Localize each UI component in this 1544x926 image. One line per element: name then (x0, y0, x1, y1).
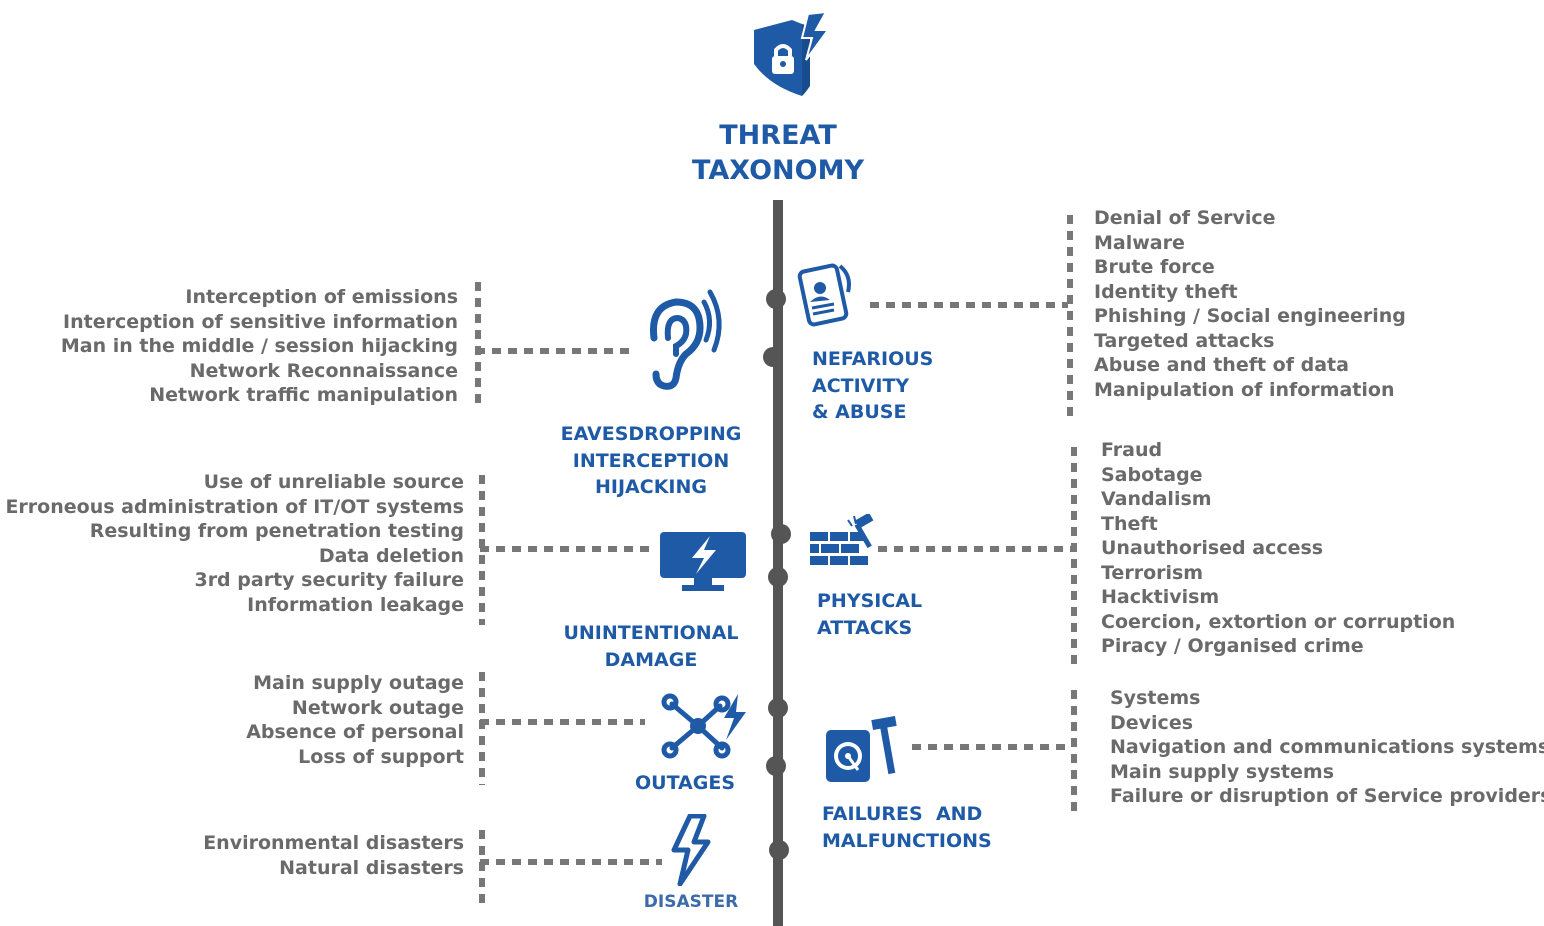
list-item: Phishing / Social engineering (1094, 305, 1406, 327)
title-line: THREAT (719, 120, 837, 151)
unintentional-items: Use of unreliable source Erroneous admin… (5, 470, 464, 617)
list-item: Absence of personal (246, 721, 464, 743)
list-item: Man in the middle / session hijacking (60, 335, 458, 357)
list-item: Use of unreliable source (203, 471, 464, 493)
list-item: 3rd party security failure (194, 569, 464, 591)
list-item: Unauthorised access (1101, 537, 1324, 559)
list-item: Network Reconnaissance (189, 359, 458, 382)
category-disaster-label: DISASTER (624, 889, 758, 916)
category-physical-label: PHYSICAL ATTACKS (817, 588, 922, 641)
list-item: Malware (1094, 231, 1185, 254)
eavesdropping-items: Interception of emissions Interception o… (61, 285, 458, 408)
disaster-items: Environmental disasters Natural disaster… (203, 831, 464, 880)
list-item: Navigation and communications systems (1110, 736, 1544, 758)
nefarious-items: Denial of Service Malware Brute force Id… (1094, 206, 1406, 402)
brick-wall-hammer-icon (808, 514, 880, 572)
ear-icon (630, 288, 730, 396)
label-line: EAVESDROPPING (560, 423, 742, 445)
list-item: Abuse and theft of data (1094, 354, 1349, 376)
list-item: Failure or disruption of Service provide… (1110, 785, 1544, 807)
category-outages-label: OUTAGES (620, 770, 750, 797)
label-line: UNINTENTIONAL (563, 622, 739, 644)
label-line: PHYSICAL (817, 590, 923, 612)
list-item: Piracy / Organised crime (1101, 635, 1364, 657)
monitor-lightning-icon (658, 530, 748, 592)
list-item: Network traffic manipulation (149, 384, 458, 406)
network-outage-icon (658, 690, 748, 762)
label-line: DAMAGE (604, 648, 698, 671)
label-line: ACTIVITY (812, 374, 910, 397)
list-item: Vandalism (1101, 488, 1212, 510)
list-item: Natural disasters (279, 856, 464, 879)
list-item: Coercion, extortion or corruption (1101, 610, 1456, 633)
list-item: Environmental disasters (203, 832, 464, 854)
category-unintentional-label: UNINTENTIONAL DAMAGE (548, 620, 754, 673)
category-failures-label: FAILURES AND MALFUNCTIONS (822, 801, 992, 854)
list-item: Hacktivism (1101, 586, 1220, 608)
list-item: Information leakage (247, 593, 464, 616)
physical-items: Fraud Sabotage Vandalism Theft Unauthori… (1101, 438, 1455, 659)
list-item: Theft (1101, 512, 1158, 535)
list-item: Main supply outage (253, 672, 464, 694)
list-item: Data deletion (318, 544, 464, 567)
spine-node (768, 698, 788, 718)
category-nefarious-label: NEFARIOUS ACTIVITY & ABUSE (812, 346, 933, 426)
outages-items: Main supply outage Network outage Absenc… (246, 671, 464, 769)
list-item: Denial of Service (1094, 207, 1276, 229)
list-item: Sabotage (1101, 463, 1203, 486)
lightning-bolt-icon (668, 814, 714, 886)
label-line: OUTAGES (634, 772, 736, 794)
shield-lock-icon (746, 8, 836, 108)
list-item: Brute force (1094, 256, 1215, 278)
list-item: Loss of support (298, 745, 464, 768)
failures-items: Systems Devices Navigation and communica… (1110, 686, 1544, 809)
list-item: Terrorism (1101, 561, 1204, 584)
list-item: Interception of emissions (185, 286, 458, 308)
spine-node (768, 567, 788, 587)
label-line: DISASTER (643, 892, 739, 912)
list-item: Identity theft (1094, 280, 1238, 303)
id-badge-icon (790, 258, 862, 330)
list-item: Erroneous administration of IT/OT system… (5, 495, 464, 518)
spine-node (771, 524, 791, 544)
label-line: NEFARIOUS (812, 348, 934, 370)
spine-node (766, 289, 786, 309)
list-item: Systems (1110, 687, 1201, 709)
list-item: Targeted attacks (1094, 329, 1275, 352)
label-line: ATTACKS (817, 616, 913, 639)
diagram-title: THREAT TAXONOMY (678, 118, 878, 188)
label-line: FAILURES AND (822, 803, 983, 825)
list-item: Network outage (291, 696, 464, 719)
label-line: INTERCEPTION (572, 449, 730, 472)
list-item: Devices (1110, 711, 1194, 734)
list-item: Manipulation of information (1094, 378, 1395, 401)
label-line: & ABUSE (812, 401, 907, 423)
spine-node (769, 840, 789, 860)
label-line: MALFUNCTIONS (822, 829, 992, 852)
list-item: Main supply systems (1110, 760, 1335, 783)
spine-node (763, 347, 783, 367)
spine-node (766, 756, 786, 776)
category-eavesdropping-label: EAVESDROPPING INTERCEPTION HIJACKING (548, 421, 754, 501)
title-line: TAXONOMY (692, 155, 864, 186)
hard-drive-hammer-icon (824, 712, 904, 786)
list-item: Resulting from penetration testing (89, 520, 464, 542)
label-line: HIJACKING (595, 476, 707, 498)
list-item: Fraud (1101, 439, 1163, 461)
list-item: Interception of sensitive information (63, 310, 458, 333)
